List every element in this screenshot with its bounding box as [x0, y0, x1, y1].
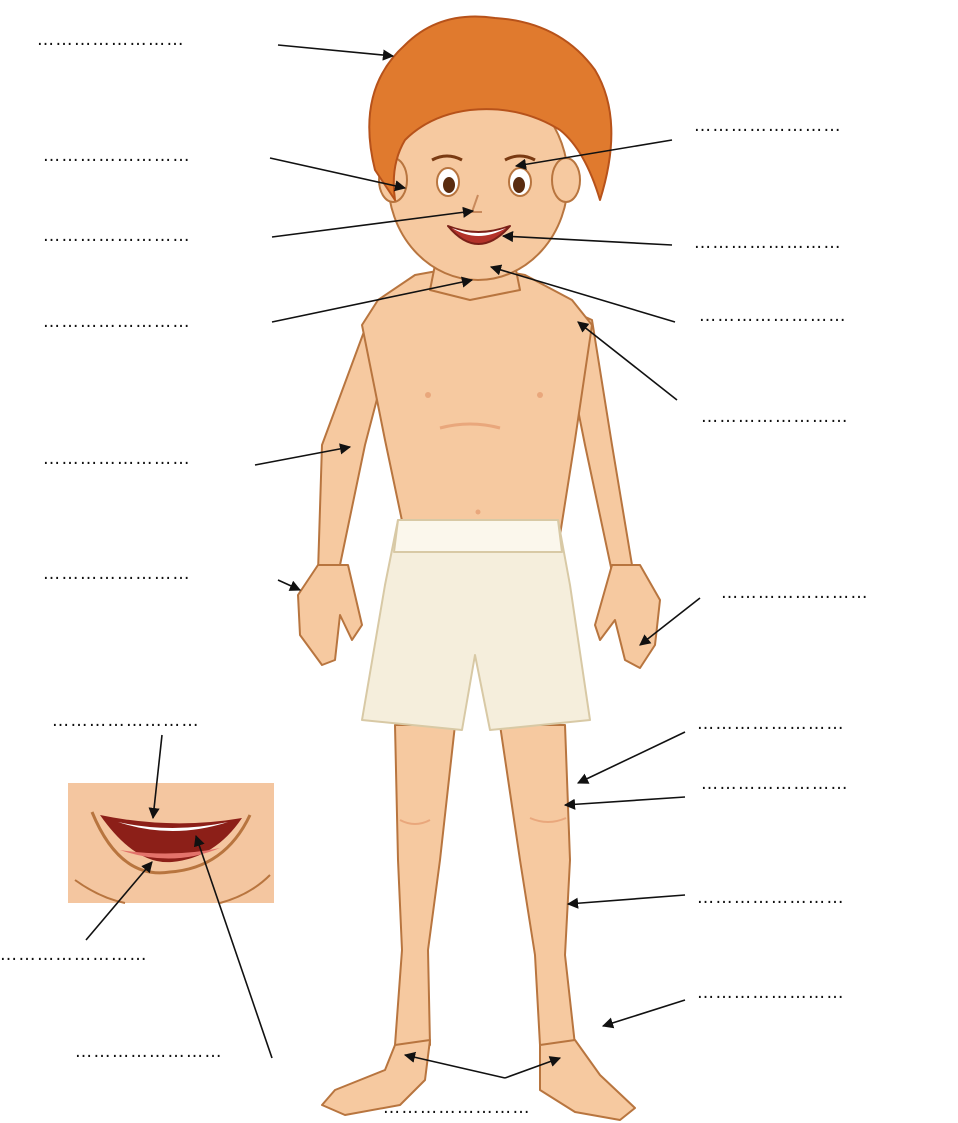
boy-figure	[298, 17, 660, 1120]
blank-knee[interactable]: ……………………	[701, 774, 849, 794]
right-hand	[595, 565, 660, 668]
blank-ankle[interactable]: ……………………	[697, 714, 845, 734]
blank-shoulder[interactable]: ……………………	[701, 407, 849, 427]
blank-eye[interactable]: ……………………	[694, 116, 842, 136]
blank-mouth[interactable]: ……………………	[694, 233, 842, 253]
arrow-hair	[278, 45, 393, 56]
right-leg	[500, 725, 575, 1060]
left-leg	[395, 725, 455, 1055]
arrow-hand-left	[278, 580, 300, 590]
blank-hand-right[interactable]: ……………………	[721, 583, 869, 603]
blank-neck[interactable]: ……………………	[43, 312, 191, 332]
blank-nose[interactable]: ……………………	[43, 226, 191, 246]
left-nipple	[425, 392, 431, 398]
blank-teeth-top[interactable]: ……………………	[52, 711, 200, 731]
arrow-ankle	[578, 732, 685, 783]
blank-toes[interactable]: ……………………	[697, 983, 845, 1003]
arrow-toes	[603, 1000, 685, 1026]
blank-lips[interactable]: ……………………	[0, 945, 148, 965]
arrow-knee	[565, 797, 685, 805]
right-ear	[552, 158, 580, 202]
mouth-closeup	[68, 783, 274, 903]
blank-arm[interactable]: ……………………	[43, 449, 191, 469]
right-foot	[540, 1040, 635, 1120]
right-nipple	[537, 392, 543, 398]
left-hand	[298, 565, 362, 665]
arrow-leg	[568, 895, 685, 904]
blank-teeth[interactable]: ……………………	[75, 1042, 223, 1062]
waistband	[394, 520, 562, 552]
blank-feet[interactable]: ……………………	[383, 1098, 531, 1118]
blank-hand-left[interactable]: ……………………	[43, 564, 191, 584]
torso	[362, 265, 592, 535]
blank-leg[interactable]: ……………………	[697, 888, 845, 908]
navel	[476, 510, 481, 515]
blank-chin[interactable]: ……………………	[699, 306, 847, 326]
blank-hair[interactable]: ……………………	[37, 30, 185, 50]
blank-ear[interactable]: ……………………	[43, 146, 191, 166]
